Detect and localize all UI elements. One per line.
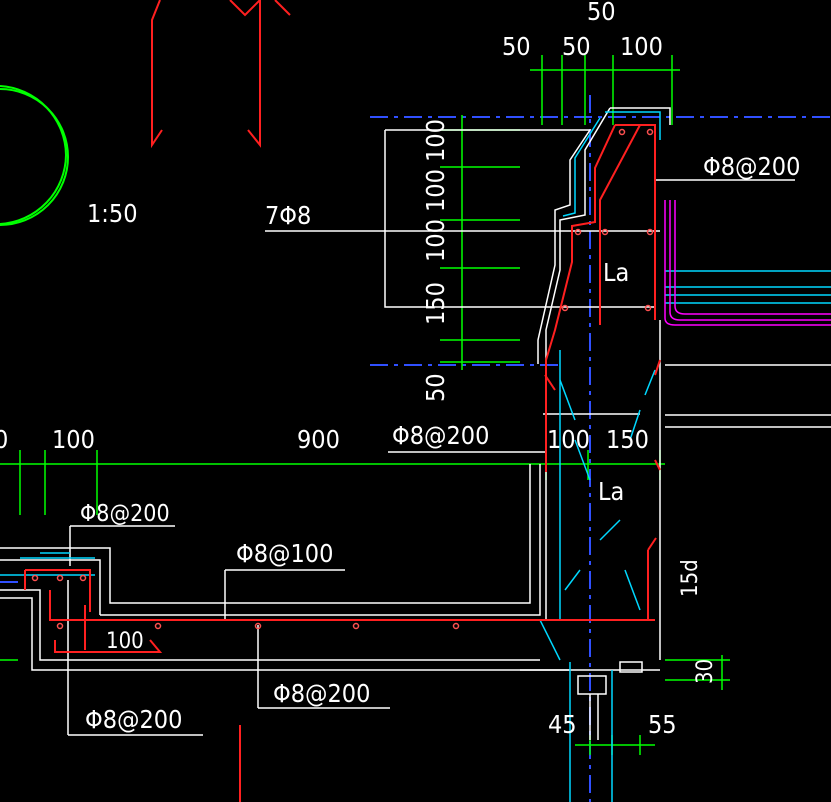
dimension-labels: 50 50 50 100 100 100 100 150 50 0 100 90…	[0, 0, 718, 739]
rebar-label-top-right: Φ8@200	[703, 152, 800, 181]
dim-top-100: 100	[620, 32, 663, 61]
anchor-la-1: La	[603, 258, 629, 287]
detail-circle	[0, 88, 69, 226]
dim-mid-150: 150	[606, 425, 649, 454]
dim-top-50-a: 50	[587, 0, 616, 26]
axis-lines	[0, 95, 831, 802]
dim-slab-100: 100	[106, 629, 144, 654]
dim-vertical-100-c: 100	[421, 219, 450, 262]
dim-mid-900: 900	[297, 425, 340, 454]
section-mark-top	[151, 0, 291, 802]
rebar	[24, 124, 661, 653]
dim-top-50-c: 50	[562, 32, 591, 61]
scale-label: 1:50	[87, 199, 138, 228]
dim-15d: 15d	[678, 559, 703, 597]
rebar-label-slab-top: Φ8@100	[236, 539, 333, 568]
dim-mid-100-right: 100	[547, 425, 590, 454]
rebar-labels: Φ8@200 7Φ8 Φ8@200 Φ8@200 Φ8@100 Φ8@200 Φ…	[80, 152, 800, 734]
dim-mid-100-left: 100	[52, 425, 95, 454]
dim-55: 55	[648, 710, 677, 739]
secondary-lines	[0, 111, 831, 802]
column-cap	[577, 675, 607, 740]
rebar-label-slab-bottom: Φ8@200	[273, 679, 370, 708]
rebar-label-left-upper: Φ8@200	[80, 501, 170, 527]
dim-left-partial: 0	[0, 425, 8, 454]
structure-outline	[0, 107, 831, 736]
dim-top-50-b: 50	[502, 32, 531, 61]
rebar-label-7phi8: 7Φ8	[265, 201, 311, 230]
anchor-la-2: La	[598, 477, 624, 506]
rebar-label-mid: Φ8@200	[392, 421, 489, 450]
rebar-dots	[31, 128, 654, 630]
dim-vertical-150: 150	[421, 282, 450, 325]
dim-30: 30	[693, 659, 718, 684]
dim-vertical-100-b: 100	[421, 169, 450, 212]
rebar-label-left-lower: Φ8@200	[85, 705, 182, 734]
dim-45: 45	[548, 710, 577, 739]
dim-vertical-100-a: 100	[421, 119, 450, 162]
insulation-layer	[664, 200, 831, 326]
dim-vertical-50: 50	[421, 373, 450, 402]
